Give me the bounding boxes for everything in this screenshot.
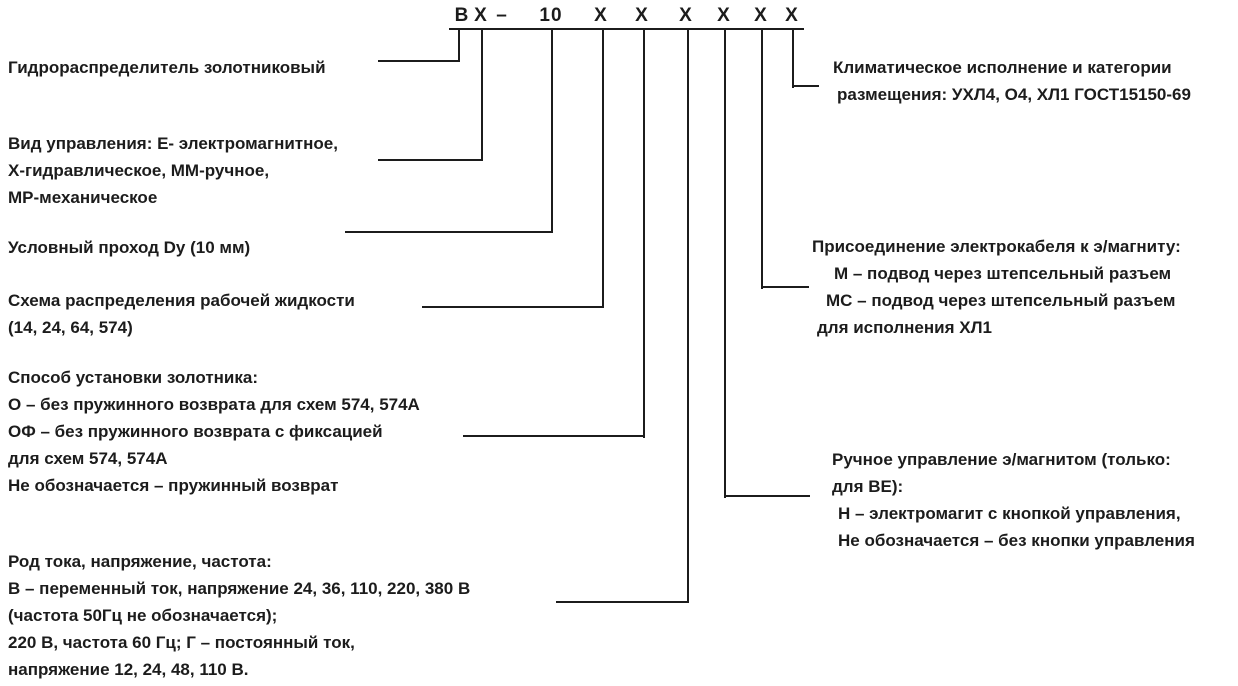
label-manual-line: Не обозначается – без кнопки управления <box>838 531 1195 550</box>
code-part-dash: – <box>496 5 508 26</box>
label-scheme-line: Схема распределения рабочей жидкости <box>8 291 355 310</box>
code-part-control: Х <box>474 5 488 26</box>
tick-manual <box>724 28 726 498</box>
label-manual: Ручное управление э/магнитом (только: дл… <box>832 446 1195 554</box>
label-cable-line: М – подвод через штепсельный разъем <box>834 264 1172 283</box>
label-hydro-line: Гидрораспределитель золотниковый <box>8 58 326 77</box>
tick-series <box>458 28 460 62</box>
tick-bore <box>551 28 553 233</box>
label-climate-line: Климатическое исполнение и категории <box>833 58 1172 77</box>
tick-cable <box>761 28 763 289</box>
code-part-x3: Х <box>679 5 693 26</box>
tick-scheme <box>602 28 604 308</box>
connector-manual <box>724 495 810 497</box>
label-bore: Условный проход Dу (10 мм) <box>8 234 250 261</box>
tick-climate <box>792 28 794 88</box>
label-scheme-line: (14, 24, 64, 574) <box>8 318 133 337</box>
label-climate: Климатическое исполнение и категории раз… <box>833 54 1191 108</box>
label-current-line: напряжение 12, 24, 48, 110 В. <box>8 660 249 679</box>
label-control-line: Вид управления: Е- электромагнитное, <box>8 134 338 153</box>
connector-scheme <box>422 306 604 308</box>
label-control-line: МР-механическое <box>8 188 158 207</box>
label-scheme: Схема распределения рабочей жидкости (14… <box>8 287 355 341</box>
label-hydro: Гидрораспределитель золотниковый <box>8 54 326 81</box>
label-spool: Способ установки золотника: О – без пруж… <box>8 364 420 499</box>
connector-current <box>556 601 689 603</box>
label-spool-line: ОФ – без пружинного возврата с фиксацией <box>8 422 383 441</box>
code-part-x6: Х <box>785 5 799 26</box>
tick-current <box>687 28 689 603</box>
label-current-line: 220 В, частота 60 Гц; Г – постоянный ток… <box>8 633 355 652</box>
label-cable-line: МС – подвод через штепсельный разъем <box>826 291 1176 310</box>
label-spool-line: О – без пружинного возврата для схем 574… <box>8 395 420 414</box>
label-current-line: В – переменный ток, напряжение 24, 36, 1… <box>8 579 471 598</box>
connector-control <box>378 159 483 161</box>
label-current: Род тока, напряжение, частота: В – перем… <box>8 548 470 683</box>
code-part-series: В <box>454 5 470 26</box>
main-line <box>449 28 804 30</box>
label-cable-line: Присоединение электрокабеля к э/магниту: <box>812 237 1181 256</box>
label-climate-line: размещения: УХЛ4, О4, ХЛ1 ГОСТ15150-69 <box>837 85 1191 104</box>
code-part-x4: Х <box>717 5 731 26</box>
label-cable-line: для исполнения ХЛ1 <box>817 318 992 337</box>
label-bore-line: Условный проход Dу (10 мм) <box>8 238 251 257</box>
connector-cable <box>761 286 809 288</box>
label-current-line: Род тока, напряжение, частота: <box>8 552 272 571</box>
label-manual-line: для ВЕ): <box>832 477 904 496</box>
label-current-line: (частота 50Гц не обозначается); <box>8 606 278 625</box>
tick-spool <box>643 28 645 438</box>
connector-hydro <box>378 60 460 62</box>
code-part-bore: 10 <box>539 5 563 26</box>
label-spool-line: Не обозначается – пружинный возврат <box>8 476 339 495</box>
label-spool-line: для схем 574, 574А <box>8 449 168 468</box>
connector-bore <box>345 231 553 233</box>
label-control: Вид управления: Е- электромагнитное, Х-г… <box>8 130 338 211</box>
code-part-x2: Х <box>635 5 649 26</box>
code-part-x5: Х <box>754 5 768 26</box>
label-manual-line: Ручное управление э/магнитом (только: <box>832 450 1171 469</box>
code-part-x1: Х <box>594 5 608 26</box>
tick-control <box>481 28 483 161</box>
label-manual-line: Н – электромагит с кнопкой управления, <box>838 504 1181 523</box>
label-spool-line: Способ установки золотника: <box>8 368 259 387</box>
connector-spool <box>463 435 645 437</box>
label-cable: Присоединение электрокабеля к э/магниту:… <box>812 233 1181 341</box>
connector-climate <box>792 85 819 87</box>
label-control-line: Х-гидравлическое, ММ-ручное, <box>8 161 270 180</box>
